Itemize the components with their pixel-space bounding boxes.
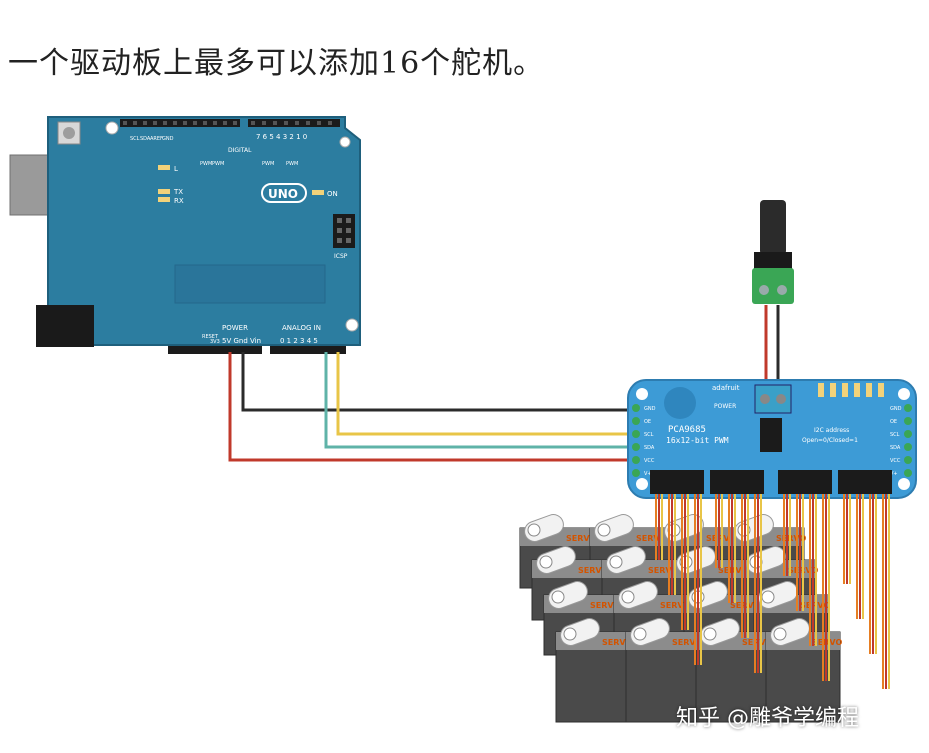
pca-right-pin: SDA [890, 445, 901, 451]
watermark: 知乎 @雕爷学编程 [676, 706, 859, 731]
power-label: POWER [222, 324, 248, 332]
svg-text:SDA: SDA [140, 136, 151, 142]
mounting-hole [105, 121, 119, 135]
pca-capacitor [760, 418, 782, 452]
pca-right-pin: VCC [890, 458, 901, 464]
svg-text:PWM: PWM [286, 161, 298, 167]
on-label: ON [327, 190, 338, 198]
servo-headers [650, 470, 892, 494]
icsp-header [333, 214, 355, 248]
svg-text:PWM: PWM [262, 161, 274, 167]
pca-subtitle: 16x12-bit PWM [666, 436, 729, 445]
servo-motor: SERVO [625, 618, 702, 723]
digital-header-right [248, 119, 340, 127]
digital-header-left [120, 119, 240, 127]
reset-pin-label: RESET [202, 334, 219, 340]
servo-label: SERVO [812, 638, 842, 647]
mounting-hole [345, 318, 359, 332]
pca-right-pin: SCL [890, 432, 900, 438]
servo-label: SERVO [660, 601, 690, 610]
servo-wires [655, 494, 890, 689]
pca-i2c-label: I2C address [814, 427, 849, 434]
pca-chip-name: PCA9685 [668, 425, 706, 435]
pca-right-pin: OE [890, 419, 897, 425]
servo-label: SERVO [602, 638, 632, 647]
pca-power-label: POWER [714, 403, 736, 410]
servo-label: SERVO [776, 534, 806, 543]
analog-label: ANALOG IN [282, 324, 321, 332]
icsp-label: ICSP [334, 253, 348, 260]
pca-right-pin: V+ [890, 471, 898, 477]
servo-motor: SERVO [765, 618, 842, 723]
wires [228, 305, 780, 462]
caption: 一个驱动板上最多可以添加16个舵机。 [8, 46, 545, 81]
pca-i2c-sub: Open=0/Closed=1 [802, 437, 858, 444]
svg-text:PWM: PWM [212, 161, 224, 167]
servo-label: SERVO [672, 638, 702, 647]
led-rx-label: RX [174, 197, 184, 205]
servo-label: SERVO [636, 534, 666, 543]
analog-pin-numbers: 0 1 2 3 4 5 [280, 337, 318, 345]
servo-label: SERVO [566, 534, 596, 543]
power-pin-numbers: 5V Gnd Vin [222, 337, 261, 345]
pca-left-pin: V+ [644, 471, 652, 477]
microcontroller-chip [174, 264, 326, 304]
sda-wire [324, 352, 640, 449]
gnd-wire [241, 352, 640, 412]
svg-text:GND: GND [162, 136, 174, 142]
svg-text:PWM: PWM [200, 161, 212, 167]
arduino-pcb [47, 116, 361, 346]
pca-brand: adafruit [712, 384, 740, 392]
led-tx-label: TX [173, 188, 183, 196]
pca-left-pin: SDA [644, 445, 655, 451]
led-rx [158, 197, 170, 202]
digital-label: DIGITAL [228, 147, 252, 154]
svg-text:SCL: SCL [130, 136, 140, 142]
servo-motor: SERVO [555, 618, 632, 723]
uno-logo-outline [261, 183, 307, 203]
terminal-block [752, 268, 794, 304]
mounting-hole [339, 136, 351, 148]
power-jack [36, 305, 94, 347]
svg-text:AREF: AREF [150, 136, 163, 142]
v33-pin-label: 3V3 [210, 339, 220, 345]
dc-barrel-jack [752, 200, 794, 304]
pca-left-pin: SCL [644, 432, 654, 438]
servo-label: SERVO [718, 566, 748, 575]
servo-label: SERVO [590, 601, 620, 610]
power-header [168, 346, 262, 354]
pca-right-pin: GND [890, 406, 902, 412]
pca-left-pin: GND [644, 406, 656, 412]
scl-wire [336, 352, 640, 436]
led-l [158, 165, 170, 170]
servo-label: SERVO [648, 566, 678, 575]
analog-header [270, 346, 346, 354]
pca-right-header [904, 404, 912, 477]
pca-left-header [632, 404, 640, 477]
led-l-label: L [174, 165, 178, 173]
uno-logo: UNO [268, 187, 298, 201]
pca-left-pin: OE [644, 419, 651, 425]
pca9685-board: adafruit POWER PCA9685 16x12-bit PWM I2C… [627, 379, 917, 499]
digital-pin-numbers: 7 6 5 4 3 2 1 0 [256, 133, 307, 141]
servo-label: SERVO [578, 566, 608, 575]
led-on [312, 190, 324, 195]
pca-left-pin: VCC [644, 458, 655, 464]
vcc-wire [228, 352, 640, 462]
led-tx [158, 189, 170, 194]
